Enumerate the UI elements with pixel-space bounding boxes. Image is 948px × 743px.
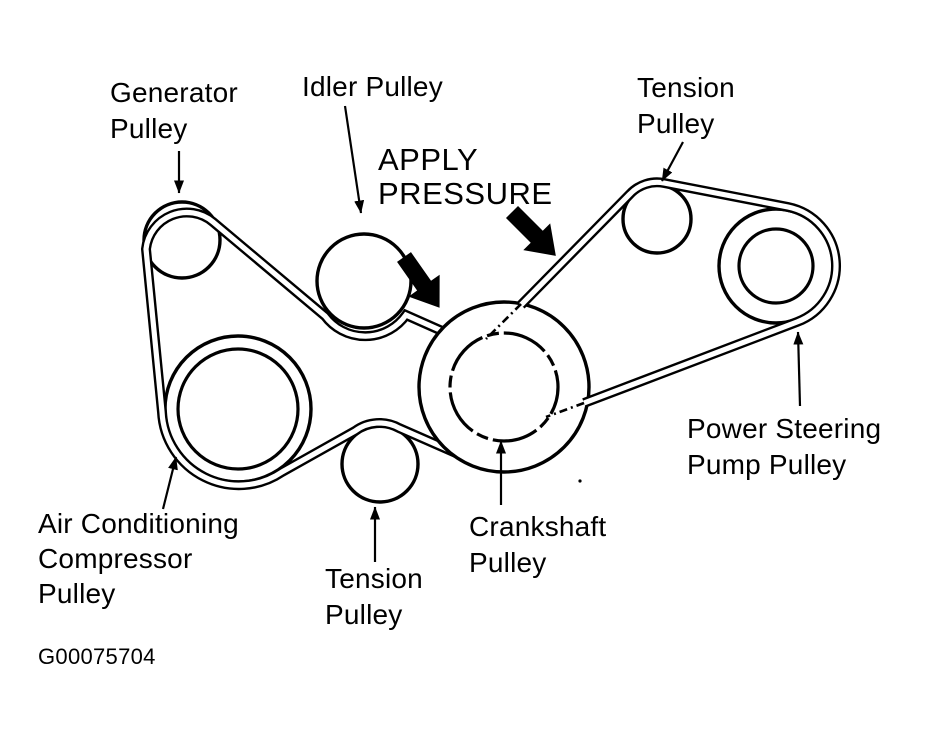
- figure-code: G00075704: [38, 644, 156, 670]
- crankshaft-pulley-outer: [417, 300, 591, 474]
- label-line: Generator: [110, 77, 238, 108]
- label-line: Power Steering: [687, 413, 882, 444]
- power-steering-pulley-inner: [737, 227, 815, 305]
- label-line: Crankshaft: [469, 511, 607, 542]
- label-line: Idler Pulley: [302, 71, 443, 102]
- scan-speck: [578, 479, 582, 483]
- idler-pulley-circle: [315, 232, 413, 330]
- label-line: Pulley: [469, 547, 547, 578]
- label-line: G00075704: [38, 644, 156, 669]
- air-conditioning-pulley-label: Air Conditioning Compressor Pulley: [38, 506, 239, 611]
- ac-leader-arrow: [161, 456, 178, 510]
- belt-generator-ac-run: [140, 207, 459, 491]
- power-steering-leader-arrow: [793, 331, 804, 407]
- apply-pressure-arrow-left: [397, 252, 440, 308]
- label-line: APPLY: [378, 142, 479, 177]
- tension-pulley-top-label: Tension Pulley: [637, 70, 735, 142]
- label-line: Pulley: [637, 108, 715, 139]
- crankshaft-pulley-label: Crankshaft Pulley: [469, 509, 606, 581]
- power-steering-pulley-label: Power Steering Pump Pulley: [687, 411, 881, 483]
- belt-power-steering-run: [517, 177, 841, 408]
- tension-top-leader-arrow: [661, 141, 684, 182]
- label-line: Pump Pulley: [687, 449, 847, 480]
- tension-pulley-bottom-label: Tension Pulley: [325, 561, 423, 633]
- label-line: Tension: [637, 72, 735, 103]
- label-line: Pulley: [110, 113, 188, 144]
- label-line: Pulley: [38, 578, 116, 609]
- idler-pulley-label: Idler Pulley: [302, 69, 443, 105]
- generator-pulley-label: Generator Pulley: [110, 75, 238, 147]
- label-line: Pulley: [325, 599, 403, 630]
- hidden-belt-line-upper: [485, 303, 522, 340]
- label-line: Air Conditioning: [38, 508, 239, 539]
- apply-pressure-label: APPLY PRESSURE: [378, 143, 553, 211]
- idler-leader-arrow: [343, 105, 365, 214]
- hidden-belt-line-lower: [545, 401, 585, 419]
- label-line: PRESSURE: [378, 176, 553, 211]
- label-line: Compressor: [38, 543, 193, 574]
- label-line: Tension: [325, 563, 423, 594]
- air-conditioning-pulley-inner: [176, 347, 300, 471]
- apply-pressure-arrow-right: [505, 205, 556, 256]
